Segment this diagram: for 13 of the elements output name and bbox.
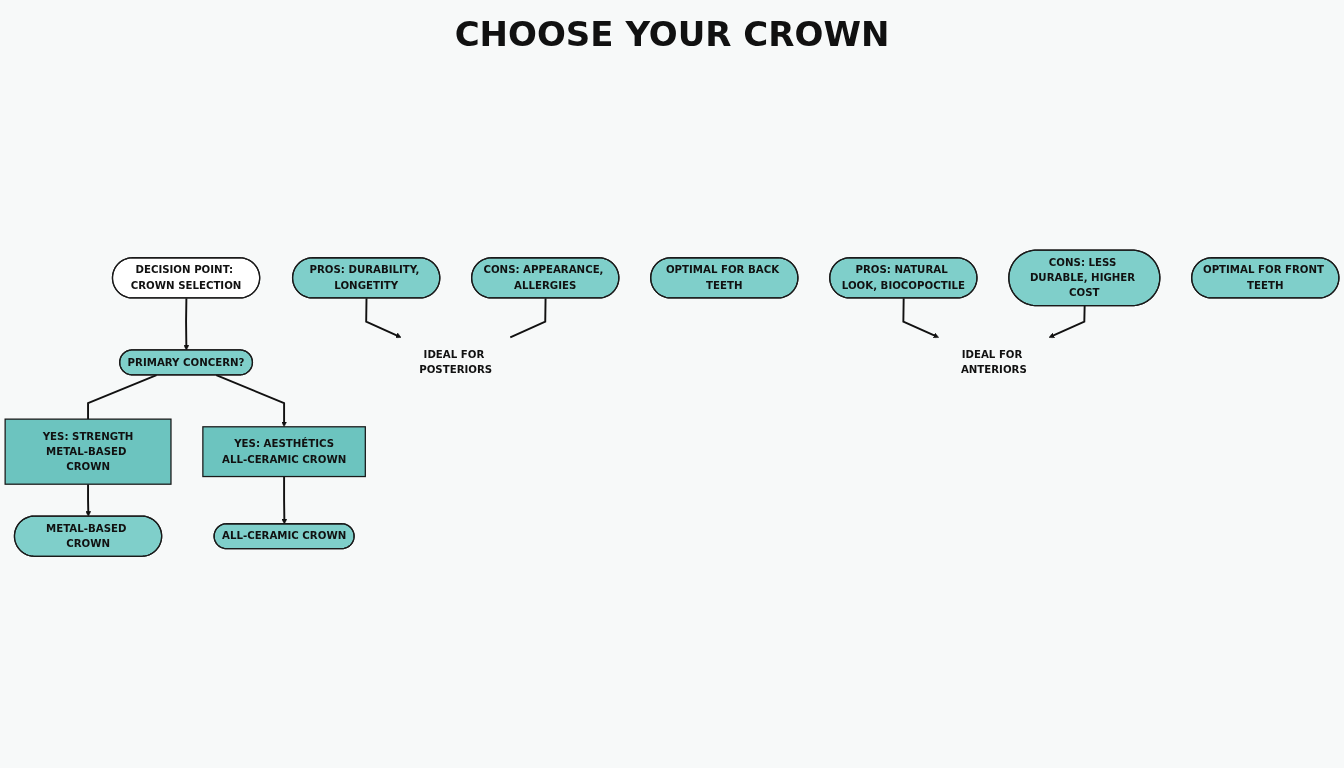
node-text: IDEAL FOR POSTERIORS: [419, 348, 493, 376]
arrow: [365, 297, 402, 338]
arrow: [183, 297, 190, 351]
arrow: [215, 373, 287, 427]
arrow: [1048, 304, 1086, 338]
diagram-title: CHOOSE YOUR CROWN: [453, 14, 891, 54]
arrow: [85, 483, 92, 517]
arrow: [902, 297, 939, 338]
arrow: [281, 475, 288, 525]
connector: [87, 373, 158, 420]
node-box: YES: AESTHÉTICS ALL-CERAMIC CROWN: [202, 425, 366, 477]
node-text: IDEAL FOR ANTERIORS: [960, 348, 1027, 376]
node-box: YES: STRENGTH METAL-BASED CROWN: [4, 418, 172, 485]
